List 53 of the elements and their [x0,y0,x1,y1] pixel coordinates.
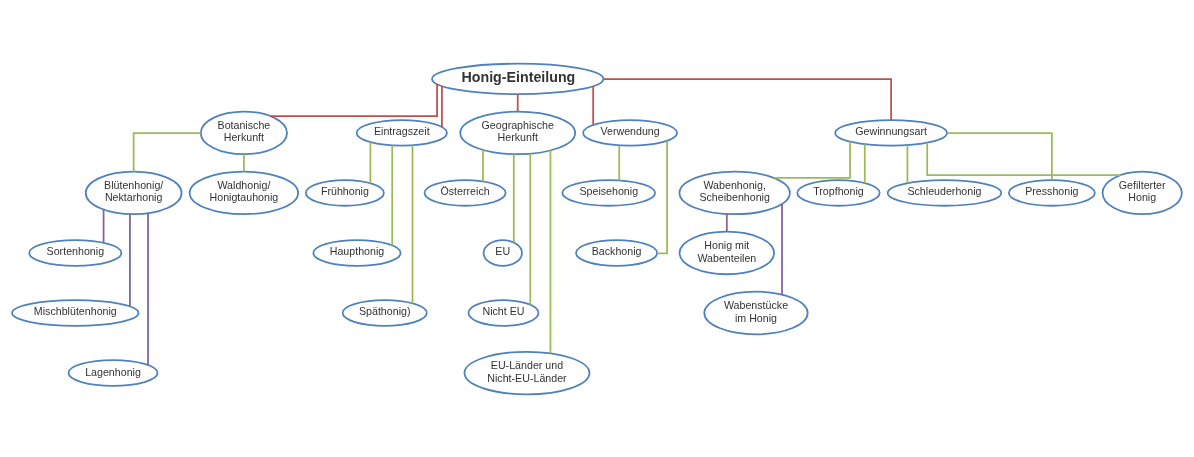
node-ellipse: Tropfhonig [796,178,881,207]
node-ellipse: Haupthonig [312,238,402,267]
connector [906,143,909,184]
connector [129,212,131,307]
node-ellipse: Nicht EU [467,298,540,327]
connector [482,148,484,182]
node-ellipse: Verwendung [582,118,678,147]
node-ellipse: Sortenhonig [28,238,123,267]
connector [926,141,1122,176]
connector [602,77,892,121]
node-ellipse: Gefilterter Honig [1101,170,1183,215]
connector [269,82,438,117]
connector [781,202,783,295]
connector [391,144,394,246]
node-ellipse: Presshonig [1008,178,1096,207]
node-ellipse: Frühhonig [305,178,385,207]
connector [102,208,105,243]
connector [411,144,414,304]
connector [946,131,1053,181]
node-ellipse: Mischblütenhonig [11,298,140,327]
node-ellipse: Lagenhonig [67,358,159,387]
node-ellipse: Blütenhonig/ Nektarhonig [84,170,183,215]
connector [772,140,851,179]
connector [549,149,552,354]
node-ellipse: Österreich [423,178,507,207]
connector [592,84,595,126]
connector [132,131,202,173]
node-ellipse: Späthonig) [341,298,428,327]
connector [369,140,372,184]
node-ellipse: Honig mit Wabenteilen [678,230,775,275]
node-ellipse: Backhonig [575,238,658,267]
node-ellipse: Gewinnungsart [834,118,948,147]
node-ellipse: Schleuderhonig [886,178,1003,207]
node-ellipse: Geographische Herkunft [459,110,576,155]
node-ellipse: Wabenhonig, Scheibenhonig [678,170,791,215]
connector [441,84,443,128]
connector [516,92,519,113]
node-ellipse: Honig-Einteilung [431,62,605,95]
connector [512,152,515,243]
node-ellipse: Wabenstücke im Honig [703,290,809,335]
connector [618,144,621,181]
node-ellipse: Eintragszeit [355,118,448,147]
connector [147,211,149,366]
connector [863,142,866,184]
node-ellipse: Speisehonig [561,178,656,207]
node-ellipse: Waldhonig/ Honigtauhonig [188,170,299,215]
node-ellipse: EU [482,238,523,267]
node-ellipse: EU-Länder und Nicht-EU-Länder [463,350,591,395]
connector [243,152,245,173]
connector [529,152,532,306]
node-ellipse: Botanische Herkunft [199,110,288,155]
connector [725,212,728,233]
connector [656,139,668,254]
